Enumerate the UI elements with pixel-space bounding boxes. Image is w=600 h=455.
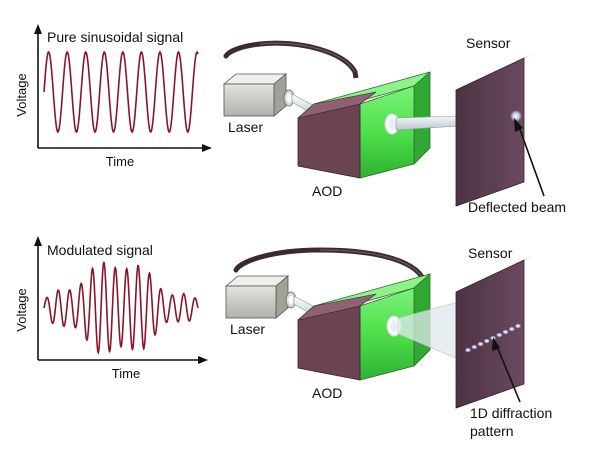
- top-aod-crystal-icon: [297, 71, 431, 179]
- pure-sinusoid-waveform: [43, 50, 199, 134]
- bottom-aod-label: AOD: [312, 385, 342, 401]
- top-sensor-screen-icon: [455, 54, 533, 207]
- bottom-laser-icon: [224, 275, 297, 319]
- diffraction-spot: [508, 326, 515, 332]
- diffraction-spot: [471, 344, 478, 350]
- bottom-signal-title: Modulated signal: [47, 242, 153, 258]
- diffraction-spot: [496, 332, 503, 338]
- top-pointer-label: Deflected beam: [468, 199, 566, 215]
- top-cable-plug: [352, 71, 359, 79]
- top-sensor-label: Sensor: [466, 35, 511, 51]
- diffraction-spots: [464, 323, 522, 353]
- bottom-sensor-label: Sensor: [468, 245, 513, 261]
- diffraction-spot: [477, 341, 484, 347]
- bottom-y-axis-arrow: [34, 236, 42, 246]
- bottom-laser-label: Laser: [230, 321, 265, 337]
- top-signal-plot: Pure sinusoidal signal Voltage Time: [14, 24, 212, 169]
- top-x-axis-arrow: [202, 144, 212, 152]
- top-pointer-line: [517, 123, 545, 197]
- top-aod-label: AOD: [312, 183, 342, 199]
- diffraction-spot: [514, 323, 522, 329]
- bottom-y-axis-label: Voltage: [14, 288, 29, 331]
- top-laser-icon: [222, 73, 295, 117]
- bottom-x-axis-label: Time: [112, 366, 140, 381]
- diffraction-spot: [502, 329, 509, 335]
- bottom-aod-crystal-icon: [297, 273, 431, 381]
- top-laser-label: Laser: [228, 119, 263, 135]
- diffraction-spot: [483, 338, 490, 344]
- top-y-axis-arrow: [34, 24, 42, 34]
- top-pointer-arrow: [514, 118, 523, 132]
- diffraction-spot: [464, 347, 472, 353]
- top-signal-title: Pure sinusoidal signal: [47, 29, 183, 45]
- bottom-sensor-screen-icon: [455, 256, 533, 409]
- bottom-pointer-label-line1: 1D diffraction: [470, 405, 552, 421]
- top-x-axis-label: Time: [106, 154, 134, 169]
- top-cable-icon: [223, 40, 358, 75]
- top-y-axis-label: Voltage: [14, 73, 29, 116]
- bottom-pointer-arrow: [492, 337, 500, 351]
- bottom-signal-plot: Modulated signal Voltage Time: [14, 236, 208, 381]
- top-panel: Pure sinusoidal signal Voltage Time Lase…: [14, 24, 566, 215]
- top-cable-highlight: [259, 42, 356, 73]
- bottom-pointer-label-line2: pattern: [470, 423, 514, 439]
- bottom-panel: Modulated signal Voltage Time Laser: [14, 236, 552, 439]
- top-deflected-spot: [510, 110, 522, 122]
- bottom-x-axis-arrow: [198, 356, 208, 364]
- modulated-waveform: [43, 261, 199, 355]
- bottom-pointer-line: [495, 343, 521, 403]
